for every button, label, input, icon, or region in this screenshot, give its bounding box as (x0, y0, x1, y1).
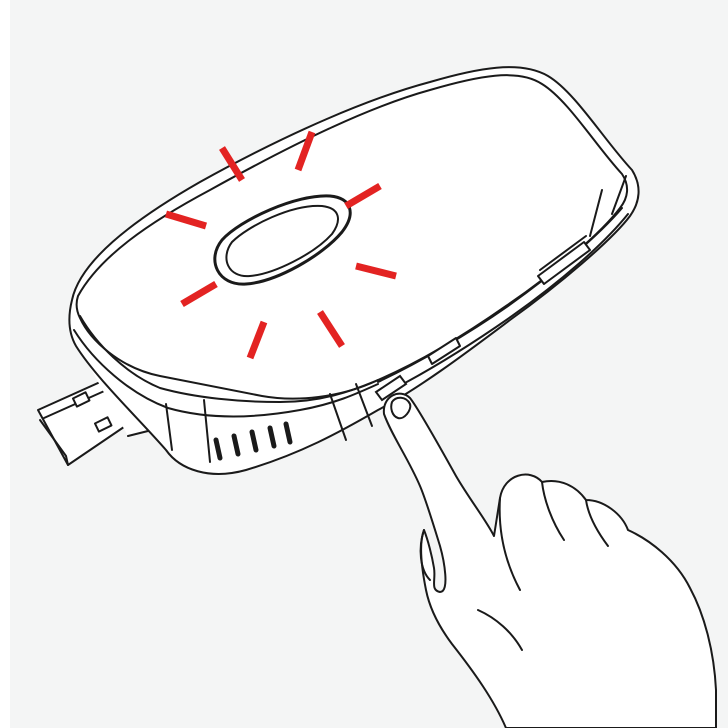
pointing-hand-icon (384, 394, 716, 728)
dongle-body (69, 67, 638, 474)
